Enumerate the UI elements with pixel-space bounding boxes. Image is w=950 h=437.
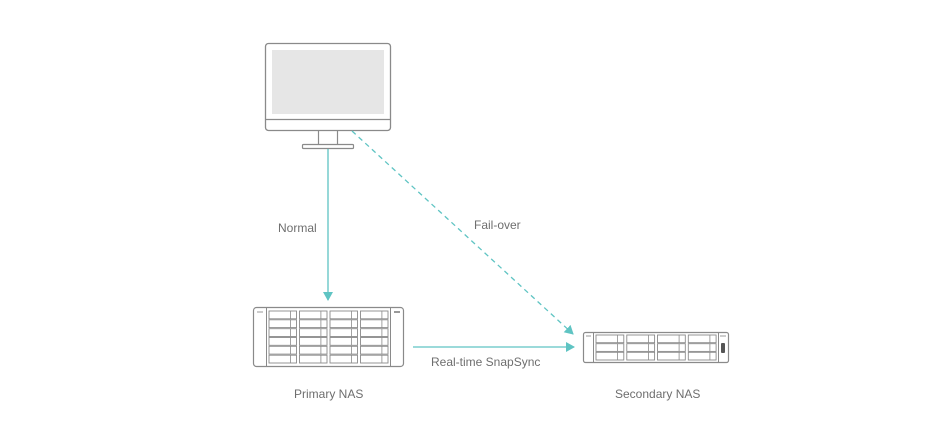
drive-bay bbox=[299, 337, 328, 346]
drive-bay bbox=[657, 343, 686, 352]
drive-bay bbox=[687, 343, 717, 352]
drive-bay bbox=[299, 354, 328, 364]
drive-bay bbox=[687, 334, 717, 344]
drive-bay bbox=[299, 328, 328, 337]
drive-bay bbox=[329, 354, 358, 364]
drive-bay bbox=[268, 345, 297, 355]
drive-bay bbox=[329, 310, 358, 320]
drive-bay bbox=[329, 319, 358, 329]
edge-label-failover: Fail-over bbox=[474, 218, 521, 232]
drive-bay bbox=[360, 310, 389, 320]
drive-bay bbox=[329, 345, 358, 355]
drive-bay bbox=[329, 328, 358, 337]
edge-failover bbox=[351, 130, 574, 335]
drive-bay bbox=[360, 319, 389, 329]
drive-bay bbox=[360, 337, 389, 346]
drive-bay bbox=[360, 328, 389, 337]
drive-bay bbox=[360, 354, 389, 364]
primary-nas-label: Primary NAS bbox=[294, 387, 364, 401]
drive-bay bbox=[657, 351, 686, 361]
monitor-icon bbox=[264, 42, 392, 150]
rack-nas-4u-icon bbox=[252, 306, 405, 368]
edge-label-snapsync: Real-time SnapSync bbox=[431, 355, 541, 369]
drive-bay bbox=[329, 337, 358, 346]
drive-bay bbox=[626, 343, 656, 352]
secondary-nas-label: Secondary NAS bbox=[615, 387, 701, 401]
drive-bay bbox=[268, 354, 297, 364]
drive-bay bbox=[268, 319, 297, 329]
drive-bay bbox=[626, 351, 656, 361]
drive-bay bbox=[595, 343, 625, 352]
drive-bay bbox=[595, 351, 625, 361]
edge-label-normal: Normal bbox=[278, 221, 317, 235]
drive-bay bbox=[626, 334, 656, 344]
drive-bay bbox=[268, 328, 297, 337]
drive-bay bbox=[268, 337, 297, 346]
rack-nas-2u-icon bbox=[582, 331, 730, 364]
drive-bay bbox=[595, 334, 625, 344]
drive-bay bbox=[657, 334, 686, 344]
drive-bay bbox=[360, 345, 389, 355]
drive-bay bbox=[687, 351, 717, 361]
drive-bay bbox=[299, 345, 328, 355]
drive-bay bbox=[299, 319, 328, 329]
drive-bay bbox=[268, 310, 297, 320]
drive-bay bbox=[299, 310, 328, 320]
